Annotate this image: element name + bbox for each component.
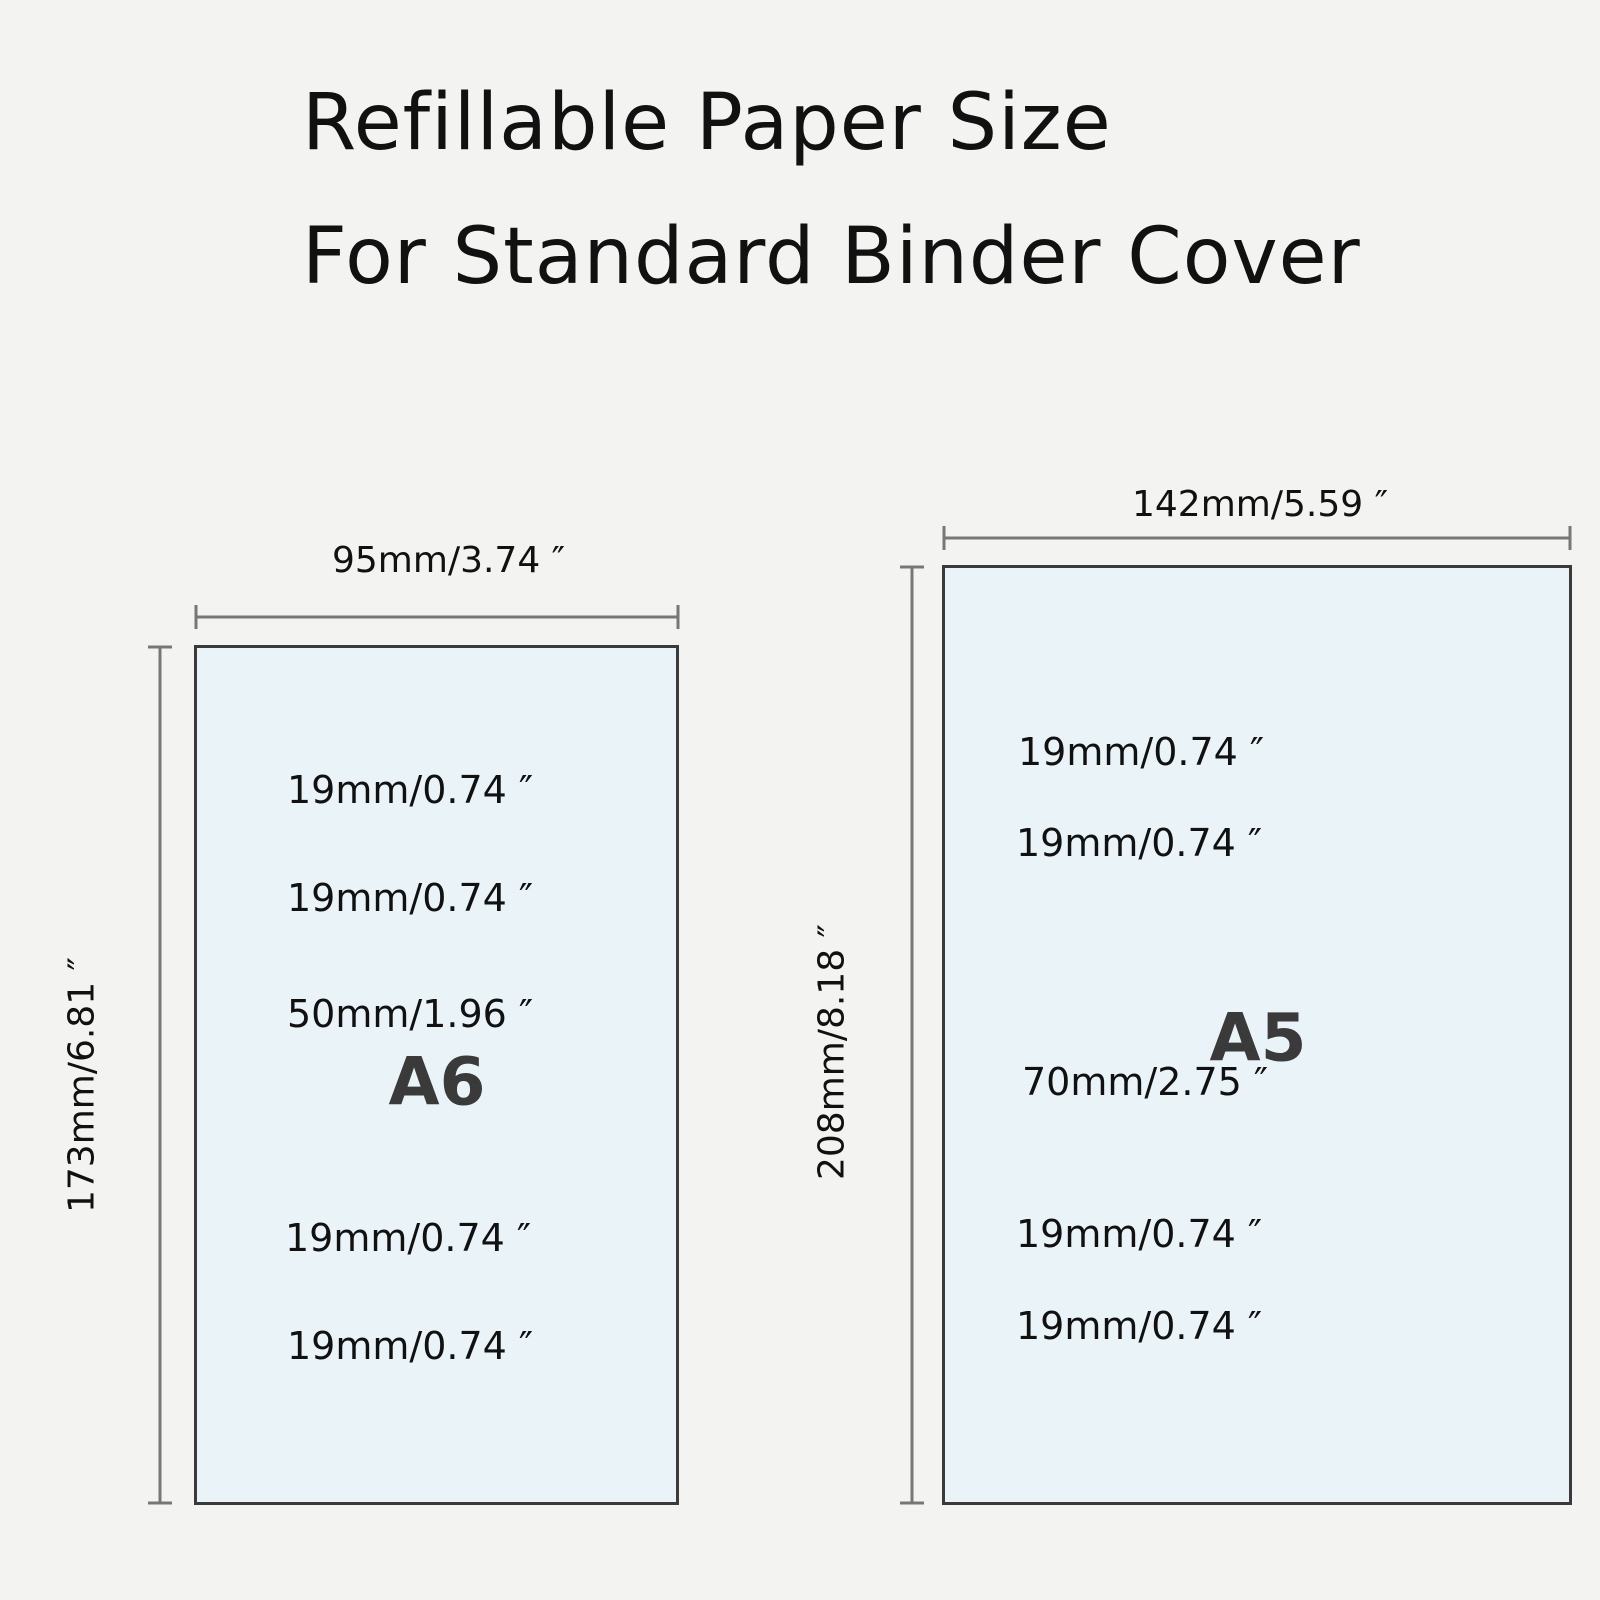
a5-spacing-4: 19mm/0.74 ″ [1016, 1212, 1263, 1256]
a6-spacing-5: 19mm/0.74 ″ [287, 1324, 534, 1368]
a5-spacing-2: 19mm/0.74 ″ [1016, 821, 1263, 865]
a6-spacing-1: 19mm/0.74 ″ [287, 768, 534, 812]
a5-spacing-5: 19mm/0.74 ″ [1016, 1304, 1263, 1348]
a6-spacing-3: 50mm/1.96 ″ [287, 992, 534, 1036]
a5-height-label: 208mm/8.18 ″ [811, 923, 853, 1181]
a5-spacing-3: 70mm/2.75 ″ [1022, 1060, 1269, 1104]
a5-width-label: 142mm/5.59 ″ [1132, 484, 1389, 525]
a5-spacing-1: 19mm/0.74 ″ [1018, 730, 1265, 774]
a5-sheet-label: A5 [1209, 999, 1307, 1077]
title-line-1: Refillable Paper Size [302, 78, 1112, 168]
a6-spacing-4: 19mm/0.74 ″ [285, 1216, 532, 1260]
a6-spacing-2: 19mm/0.74 ″ [287, 876, 534, 920]
a6-sheet-label: A6 [388, 1043, 486, 1121]
title-line-2: For Standard Binder Cover [302, 212, 1361, 302]
a6-sheet [194, 645, 679, 1505]
a6-height-label: 173mm/6.81 ″ [61, 956, 103, 1214]
a5-sheet [942, 565, 1572, 1505]
a6-width-label: 95mm/3.74 ″ [332, 540, 566, 581]
